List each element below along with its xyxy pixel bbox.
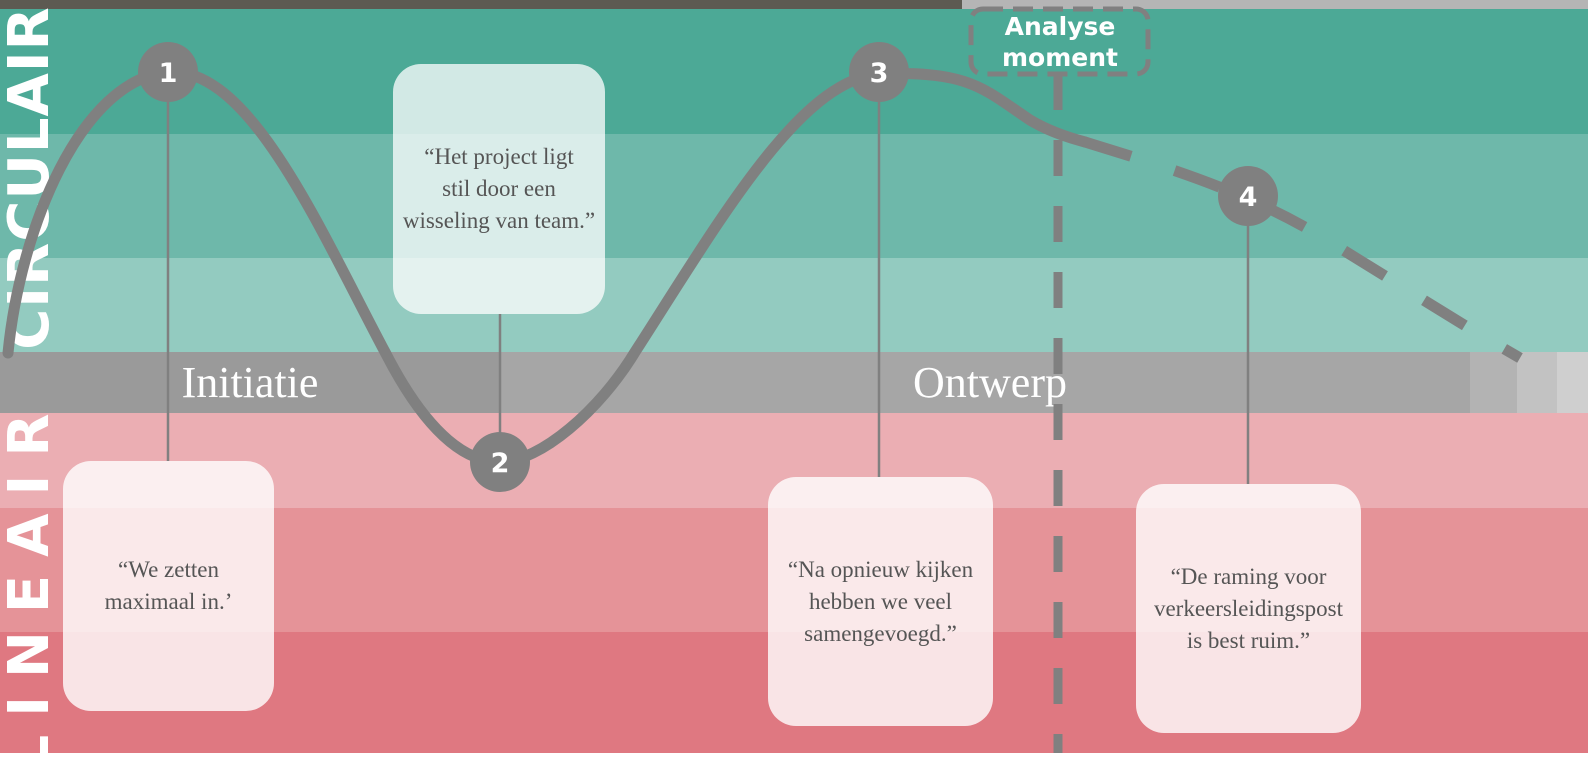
photo-strip-gray bbox=[962, 0, 1588, 9]
quote-1-line-1: “We zetten bbox=[118, 557, 219, 582]
quote-4-line-2: verkeersleidingspost bbox=[1153, 595, 1344, 621]
analyse-line-2: moment bbox=[1002, 43, 1118, 72]
circulair-band-2 bbox=[0, 134, 1588, 258]
phase-label-ontwerp: Ontwerp bbox=[913, 358, 1067, 407]
marker-4-label: 4 bbox=[1239, 182, 1258, 213]
marker-1-label: 1 bbox=[159, 58, 178, 89]
marker-2-circle bbox=[470, 432, 530, 492]
timeline-curve-svg: 1 2 3 4 bbox=[2, 6, 1523, 753]
analyse-line-1: Analyse bbox=[1004, 12, 1116, 41]
marker-1: 1 bbox=[138, 42, 198, 102]
phase-bar-segment-c bbox=[1557, 352, 1588, 413]
quote-2-line-3: wisseling van team.” bbox=[402, 208, 596, 233]
marker-4-circle bbox=[1218, 166, 1278, 226]
marker-connectors bbox=[166, 72, 1250, 484]
circulair-band-1 bbox=[0, 9, 1588, 134]
quote-4-line-3: is best ruim.” bbox=[1186, 627, 1311, 653]
quote-box-1: “We zetten maximaal in.’ bbox=[63, 461, 274, 711]
phase-label-initiatie: Initiatie bbox=[181, 358, 319, 407]
marker-2: 2 bbox=[470, 432, 530, 492]
analyse-moment-box bbox=[968, 6, 1151, 77]
circularity-timeline-diagram: Initiatie Ontwerp CIRCULAIR LINEAIR “Het… bbox=[0, 0, 1588, 753]
quote-box-3: “Na opnieuw kijken hebben we veel sameng… bbox=[768, 477, 993, 726]
quote-4-line-1: “De raming voor bbox=[1170, 563, 1327, 589]
photo-strip bbox=[0, 0, 962, 9]
marker-1-circle bbox=[138, 42, 198, 102]
phase-bar-segment-a bbox=[1470, 352, 1517, 413]
marker-3-label: 3 bbox=[870, 58, 889, 89]
quote-2-line-1: “Het project ligt bbox=[424, 144, 574, 169]
analyse-moment-label: Analyse moment bbox=[970, 11, 1150, 73]
quote-3-line-2: hebben we veel bbox=[808, 588, 953, 614]
solid-progress-curve bbox=[2, 66, 1091, 468]
quote-box-2: “Het project ligt stil door een wisselin… bbox=[393, 64, 605, 314]
phase-bar-ontwerp bbox=[500, 352, 1470, 413]
marker-3: 3 bbox=[849, 42, 909, 102]
marker-2-label: 2 bbox=[491, 448, 510, 479]
quote-1-line-2: maximaal in.’ bbox=[104, 589, 233, 614]
quote-3-line-3: samengevoegd.” bbox=[804, 620, 957, 646]
phase-bar-segment-b bbox=[1517, 352, 1557, 413]
marker-4: 4 bbox=[1218, 166, 1278, 226]
quote-2-line-2: stil door een bbox=[442, 176, 556, 201]
dashed-projection-curve bbox=[1083, 136, 1523, 363]
quote-3-line-1: “Na opnieuw kijken bbox=[787, 556, 974, 582]
circulair-band-3 bbox=[0, 258, 1588, 352]
marker-3-circle bbox=[849, 42, 909, 102]
quote-box-4: “De raming voor verkeersleidingspost is … bbox=[1136, 484, 1361, 733]
